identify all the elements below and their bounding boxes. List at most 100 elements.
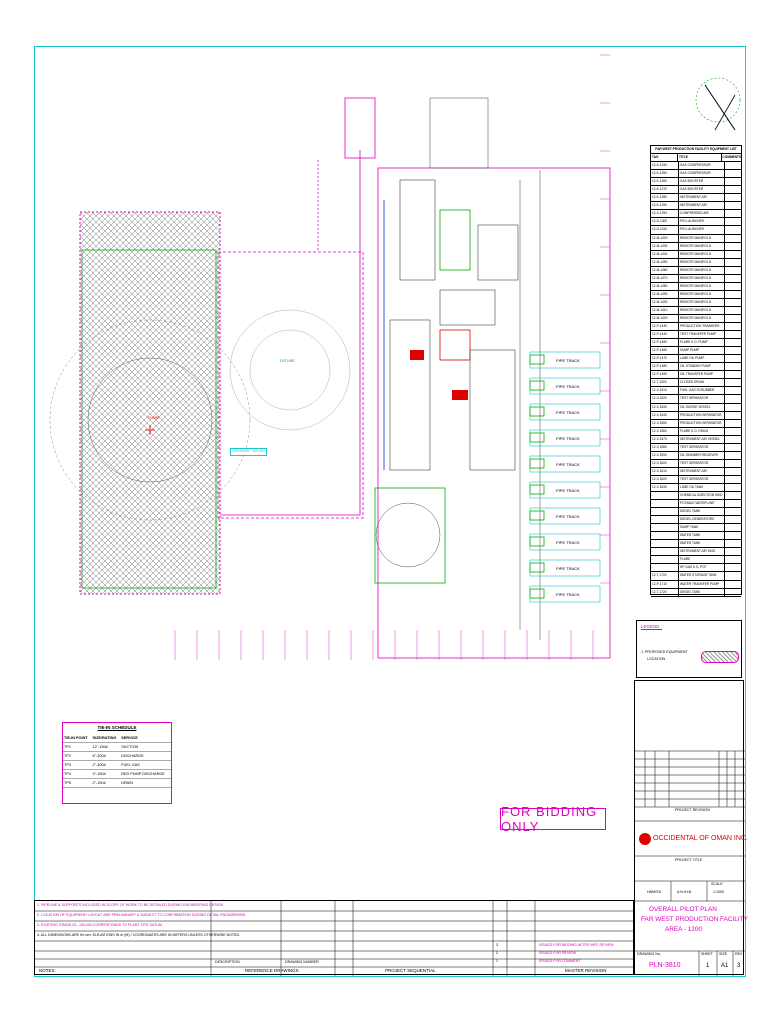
equipment-comment [725, 564, 741, 571]
drawing-no-label: DRAWING No. [637, 952, 661, 956]
equipment-comment [725, 283, 741, 290]
equipment-tag: - [651, 564, 679, 572]
equipment-comment [725, 589, 741, 596]
equipment-comment [725, 379, 741, 386]
equipment-title: GAS COMPRESSOR [679, 170, 725, 178]
equipment-title: FLARE [679, 556, 725, 564]
legend-hatch-symbol [701, 651, 739, 663]
equipment-title: OIL STANDBY PUMP [679, 363, 725, 371]
equipment-comment [725, 186, 741, 193]
equipment-title: REMOTE MANIFOLD [679, 282, 725, 290]
equipment-comment [725, 299, 741, 306]
equipment-title: PIG LAUNCHER [679, 226, 725, 234]
tie-in-point: TP5 [63, 778, 92, 788]
equipment-title: DIESEL GENERATORS [679, 516, 725, 524]
equipment-tag: 12-V-1590 [651, 451, 679, 459]
sheet-number: 1 [706, 963, 710, 969]
equipment-tag: - [651, 500, 679, 508]
tie-in-point: TP4 [63, 769, 92, 779]
equipment-comment [725, 387, 741, 394]
equipment-comment [725, 548, 741, 555]
equipment-tag: 12-M-1420 [651, 314, 679, 323]
equipment-tag: 12-P-1710 [651, 580, 679, 588]
equipment-title: FUEL GAS SCRUBBER [679, 387, 725, 395]
equipment-comment [725, 178, 741, 185]
equipment-title: TEST SEPARATOR [679, 459, 725, 467]
equipment-title: CHEMICAL INJECTION SKID [679, 492, 725, 500]
equipment-title: OIL SKIMMER RECEIVER [679, 451, 725, 459]
equipment-title: GAS BOOSTER COMPRESSOR [679, 178, 725, 186]
revision-description-cell: ISSUED FOR BIDDING AFTER MPC REVIEW [539, 943, 614, 947]
equipment-title: REMOTE MANIFOLD [679, 234, 725, 242]
title-line-3: AREA - 1200 [665, 926, 702, 933]
equipment-row: -INSTRUMENT AIR SKID [651, 548, 741, 557]
equipment-tag: - [651, 524, 679, 532]
equipment-tag: 12-V-1610 [651, 467, 679, 475]
equipment-comment [725, 243, 741, 250]
pipe-track-label: PIPE TRACK [556, 488, 580, 493]
equipment-title: PRODUCTION SEPARATOR [679, 419, 725, 427]
tie-in-point: TP2 [63, 751, 92, 761]
sheet-label: SHEET [701, 952, 713, 956]
note-4: 4. ALL DIMENSIONS ARE IN mm. ELEVATIONS … [37, 933, 241, 937]
equipment-tag: 12-M-1390 [651, 290, 679, 298]
future-label: FUTURE [280, 359, 295, 363]
tie-in-point: TP1 [63, 742, 92, 752]
equipment-tag: 12-V-1550 [651, 419, 679, 427]
equipment-tag: 12-K-1290 [651, 202, 679, 210]
scale-value: 1:1000 [713, 890, 724, 894]
equipment-tag: 12-D-1300 [651, 218, 679, 226]
legend-item-cont: LOCATION [647, 657, 666, 661]
equipment-tag: 12-M-1410 [651, 306, 679, 314]
flare-area [49, 211, 251, 595]
equipment-title: COMPRESSED AIR PACKAGE [679, 210, 725, 218]
north-arrow [695, 77, 741, 131]
description-header: DESCRIPTION [215, 960, 240, 964]
equipment-list-header: TAG TITLE COMMENTS [651, 154, 741, 163]
equipment-title: REMOTE MANIFOLD [679, 306, 725, 314]
equipment-title: GAS BOOSTER COMPRESSOR [679, 186, 725, 194]
equipment-tag: 12-P-1430 [651, 323, 679, 331]
equipment-row: -SUMP TANK [651, 524, 741, 533]
equipment-comment [725, 532, 741, 539]
equipment-tag: 12-M-1360 [651, 266, 679, 274]
company-logo-icon [639, 833, 651, 845]
equipment-title: OIL SURGE VESSEL [679, 403, 725, 411]
note-3: 3. EXISTING GRADE EL. 100.000 CORRESPOND… [37, 923, 162, 927]
flare-label: FLARE [148, 416, 160, 420]
equipment-tag: 12-P-1470 [651, 355, 679, 363]
equipment-tag: 12-V-1520 [651, 395, 679, 403]
notes-grid [35, 901, 635, 976]
equipment-tag: 12-M-1400 [651, 298, 679, 306]
equipment-comment [725, 275, 741, 282]
equipment-tag: 12-M-1380 [651, 282, 679, 290]
equipment-comment [725, 267, 741, 274]
equipment-tag: 12-M-1350 [651, 258, 679, 266]
pipe-track-label: PIPE TRACK [556, 462, 580, 467]
equipment-tag: - [651, 516, 679, 524]
equipment-comment [725, 170, 741, 177]
equipment-title: WATER STORAGE TANK [679, 572, 725, 580]
equipment-title: REMOTE MANIFOLD [679, 258, 725, 266]
equipment-tag: 12-V-1540 [651, 411, 679, 419]
title-block-grid [635, 750, 745, 976]
equipment-comment [725, 162, 741, 169]
legend-item: 1. PROPOSED EQUIPMENT [641, 650, 688, 654]
equipment-comment [725, 540, 741, 547]
equipment-header-comments: COMMENTS [722, 155, 741, 160]
equipment-comment [725, 581, 741, 588]
